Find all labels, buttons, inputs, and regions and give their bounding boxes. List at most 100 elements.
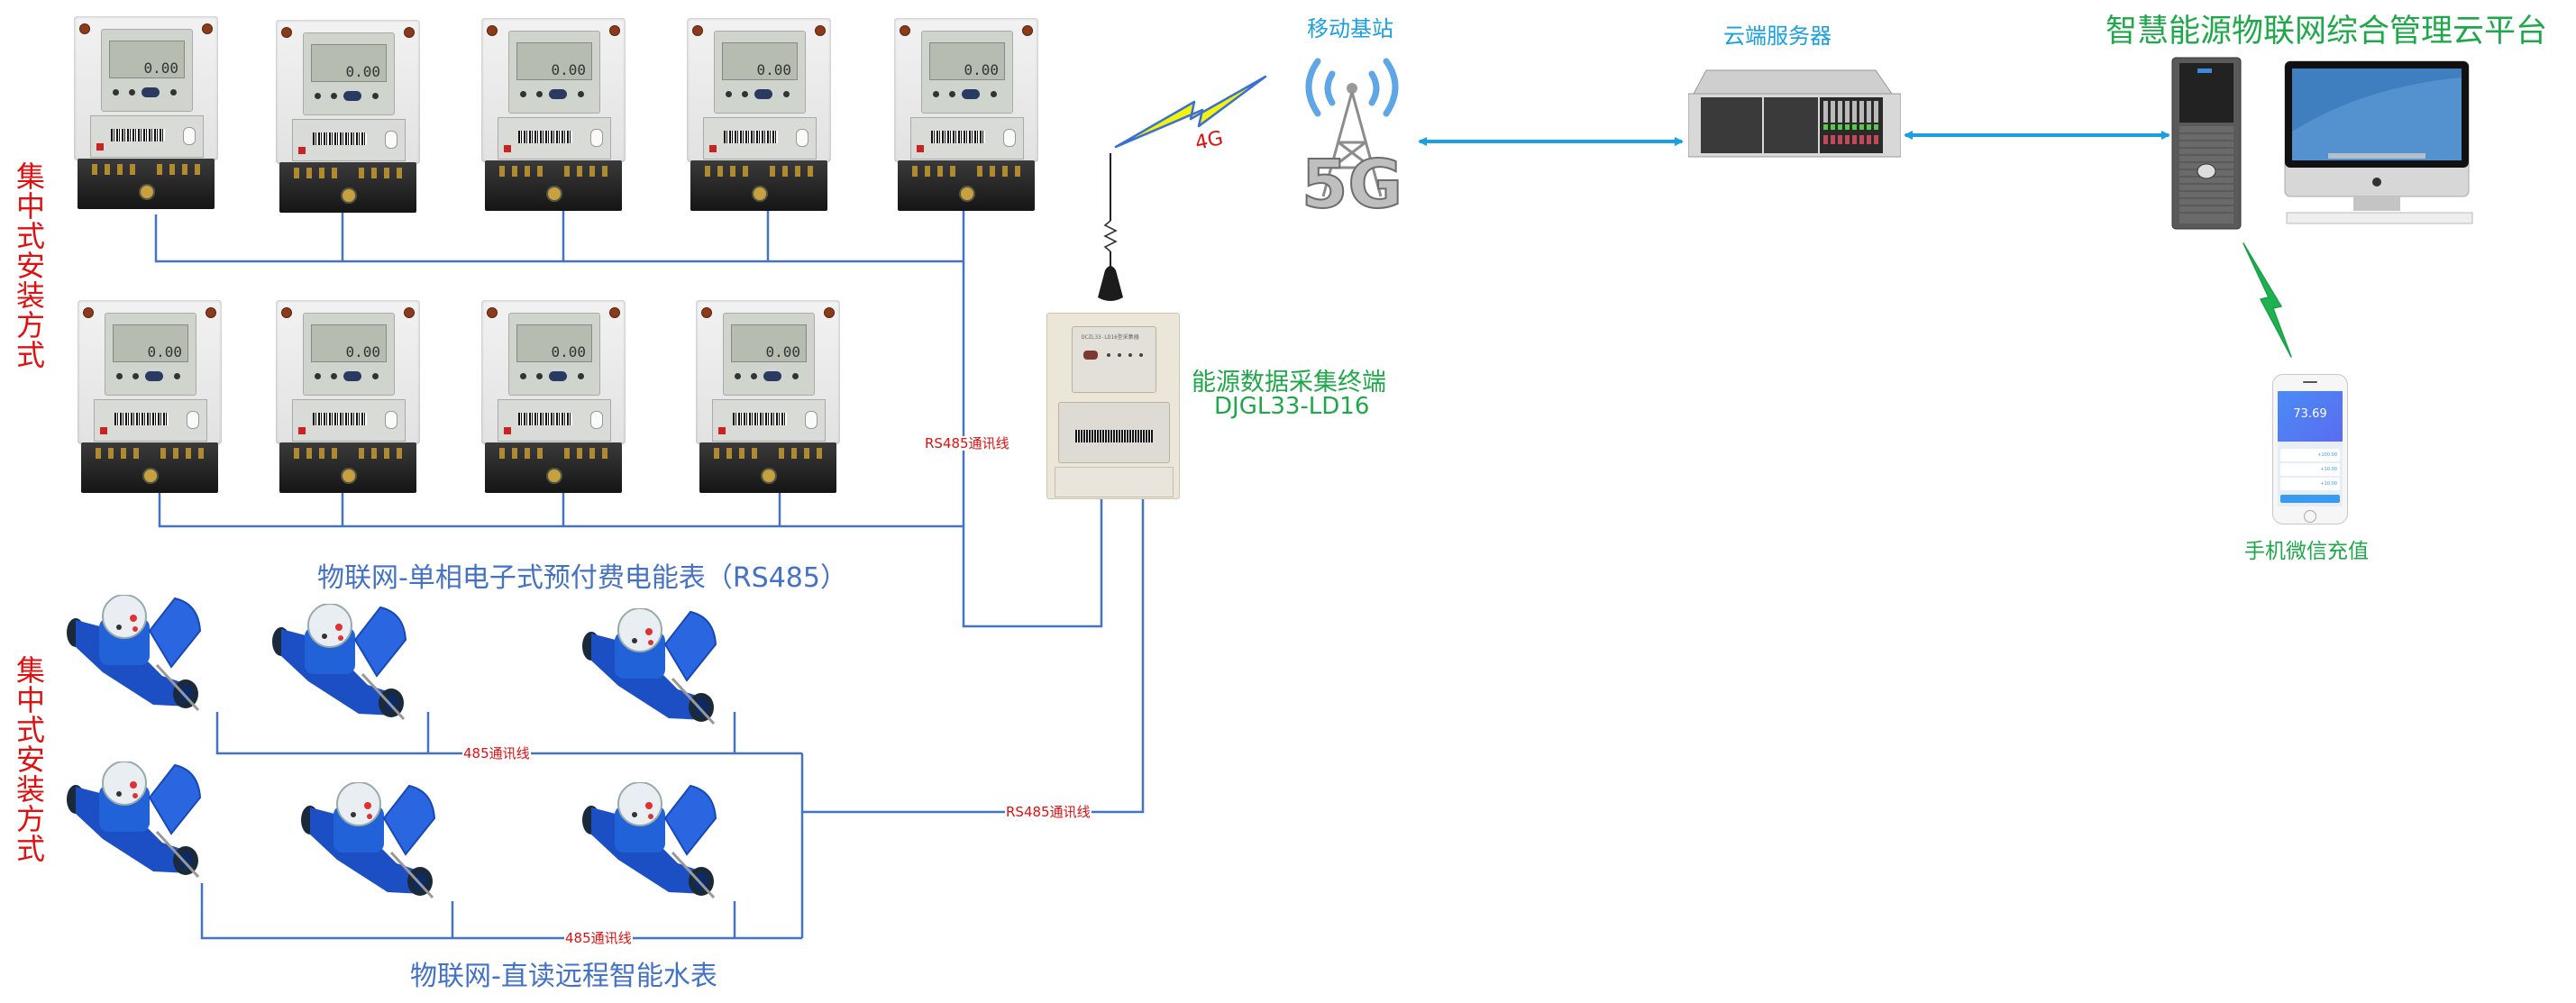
meter-button-icon [796, 129, 808, 147]
brand-logo-icon [504, 427, 511, 434]
meter-button-icon [590, 129, 603, 147]
meter-display-frame: 0.00 [714, 31, 806, 114]
screw-icon [815, 25, 826, 36]
screw-icon [281, 27, 292, 38]
data-collector-terminal: DCZL33-LD16型采集器 [1046, 313, 1180, 499]
meter-button-icon [385, 131, 397, 149]
phone-home-button-icon [2304, 510, 2316, 523]
brand-logo-icon [96, 143, 104, 150]
label-char: 式 [15, 713, 45, 747]
water-bus-row1 [215, 712, 802, 755]
water-meter [67, 595, 202, 712]
meter-body: 0.00 [894, 18, 1038, 162]
water-meter [272, 604, 407, 721]
barcode-icon [313, 132, 367, 145]
meter-body: 0.00 [74, 16, 218, 160]
label-char: 安 [15, 743, 45, 777]
meter-nameplate [910, 117, 1024, 160]
water-meter [301, 782, 436, 899]
meter-reading: 0.00 [722, 42, 798, 80]
meter-terminal-block [690, 160, 827, 211]
recharge-button [2280, 495, 2340, 503]
meter-display-frame: 0.00 [508, 31, 600, 114]
screw-icon [79, 23, 90, 34]
base-station-5g-text: 5G [1302, 146, 1402, 213]
water-meter [67, 761, 202, 879]
lightning-mobile-icon [2243, 242, 2292, 358]
collector-button-icon [1083, 351, 1098, 360]
screw-icon [701, 307, 712, 318]
install-mode-label-electric: 集 中 式 安 装 方 式 [14, 162, 47, 370]
meter-body: 0.00 [276, 20, 420, 164]
mobile-phone: 73.69 +100.00 +10.00 +10.00 [2272, 374, 2348, 524]
meter-display-frame: 0.00 [303, 32, 395, 115]
meter-terminal-block [485, 442, 622, 493]
electric-meter: 0.00 [894, 18, 1038, 212]
meter-indicators [313, 371, 385, 382]
meter-terminal-block [279, 162, 416, 213]
meter-body: 0.00 [78, 300, 222, 444]
meter-button-icon [187, 411, 199, 429]
screw-icon [202, 23, 213, 34]
barcode-icon [114, 413, 169, 425]
phone-screen: 73.69 +100.00 +10.00 +10.00 [2278, 391, 2343, 506]
barcode-icon [518, 131, 572, 143]
label-char: 集 [15, 653, 45, 688]
meter-reading: 0.00 [929, 42, 1005, 80]
meter-terminal-block [485, 160, 622, 211]
recharge-record: +100.00 [2280, 449, 2340, 461]
water-trunk [800, 497, 1145, 938]
collector-model: DJGL33-LD16 [1214, 393, 1370, 420]
electric-meter: 0.00 [481, 18, 626, 212]
brand-logo-icon [709, 145, 717, 152]
screw-icon [404, 307, 415, 318]
screw-icon [692, 25, 703, 36]
meter-reading: 0.00 [731, 324, 807, 362]
base-station-5g-icon: 5G [1301, 58, 1403, 213]
server-rack-icon [1688, 69, 1901, 158]
meter-display-frame: 0.00 [921, 31, 1013, 114]
meter-display-frame: 0.00 [723, 313, 815, 396]
meter-body: 0.00 [276, 300, 420, 444]
meter-nameplate [94, 399, 207, 442]
phone-speaker-icon [2303, 381, 2317, 383]
screw-icon [206, 307, 216, 318]
meter-reading: 0.00 [516, 42, 592, 80]
electric-meter-caption: 物联网-单相电子式预付费电能表（RS485） [317, 562, 847, 594]
electric-meter: 0.00 [276, 20, 420, 214]
led-icon [1139, 353, 1143, 357]
meter-indicators [313, 91, 385, 102]
meter-button-icon [590, 411, 603, 429]
screw-icon [900, 25, 910, 36]
brand-logo-icon [298, 427, 306, 434]
electric-bus-row1 [154, 214, 964, 263]
label-char: 装 [15, 772, 45, 807]
collector-panel-model: DCZL33-LD16型采集器 [1082, 334, 1139, 341]
meter-nameplate [90, 115, 204, 158]
lightning-4g-icon [1114, 75, 1267, 149]
meter-reading: 0.00 [109, 41, 185, 78]
rs485-label-water-row1: 485通讯线 [462, 745, 531, 761]
meter-display-frame: 0.00 [101, 29, 193, 112]
label-char: 装 [15, 278, 45, 313]
meter-indicators [931, 89, 1003, 100]
meter-reading: 0.00 [113, 324, 188, 362]
meter-terminal-block [699, 442, 836, 493]
meter-display-frame: 0.00 [105, 313, 196, 396]
meter-indicators [114, 371, 187, 382]
electric-meter: 0.00 [276, 300, 420, 494]
water-meter-caption: 物联网-直读远程智能水表 [410, 961, 717, 992]
electric-bus-row2 [158, 485, 964, 528]
barcode-icon [313, 413, 367, 425]
meter-body: 0.00 [696, 300, 840, 444]
meter-button-icon [385, 411, 397, 429]
meter-nameplate [703, 117, 817, 160]
label-char: 式 [15, 219, 45, 253]
install-mode-label-water: 集 中 式 安 装 方 式 [14, 656, 47, 864]
phone-balance: 73.69 [2293, 407, 2327, 421]
rs485-label-water-trunk: RS485通讯线 [1005, 804, 1092, 820]
screw-icon [1022, 25, 1033, 36]
screw-icon [487, 307, 498, 318]
brand-logo-icon [917, 145, 924, 152]
